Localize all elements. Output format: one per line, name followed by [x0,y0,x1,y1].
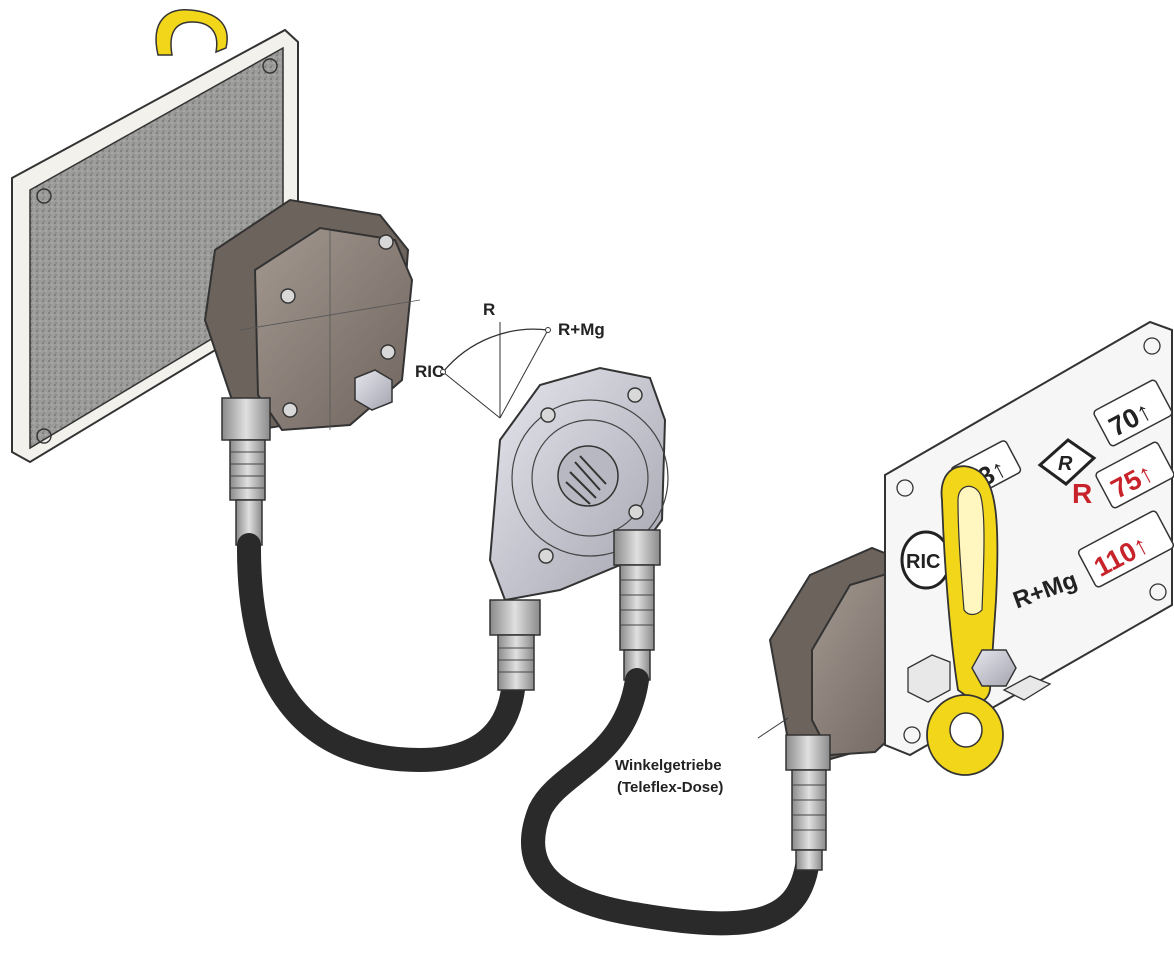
right-indicator-plate: 53↑ R 70↑ R 75↑ RIC R+Mg 110↑ [884,320,1174,757]
svg-text:R: R [1058,453,1073,475]
left-mounting-plate [11,28,299,464]
left-hose-fitting [221,397,271,546]
center-left-fitting [489,599,541,691]
r-logo-icon: R [1037,438,1097,486]
label-r-mg: R+Mg [558,320,605,339]
label-teleflex-dose: (Teleflex-Dose) [617,779,723,796]
svg-text:RIC: RIC [906,551,940,573]
selector-position-arc [440,322,551,419]
label-r: R [483,300,495,319]
spline-shaft-icon [565,455,607,505]
right-fitting [785,734,831,871]
label-winkelgetriebe: Winkelgetriebe [615,757,722,774]
hose-left [236,533,526,773]
left-yellow-lever-icon [155,9,228,56]
center-right-fitting [613,529,661,681]
label-ric: RIC [415,362,444,381]
gearbox-leader-line [757,717,789,739]
right-yellow-lever-icon [926,465,1017,776]
plate-r-mark: R [1072,478,1092,509]
ric-logo-icon: RIC [900,530,952,590]
left-gear-housing [203,198,421,432]
hose-right [521,668,820,936]
